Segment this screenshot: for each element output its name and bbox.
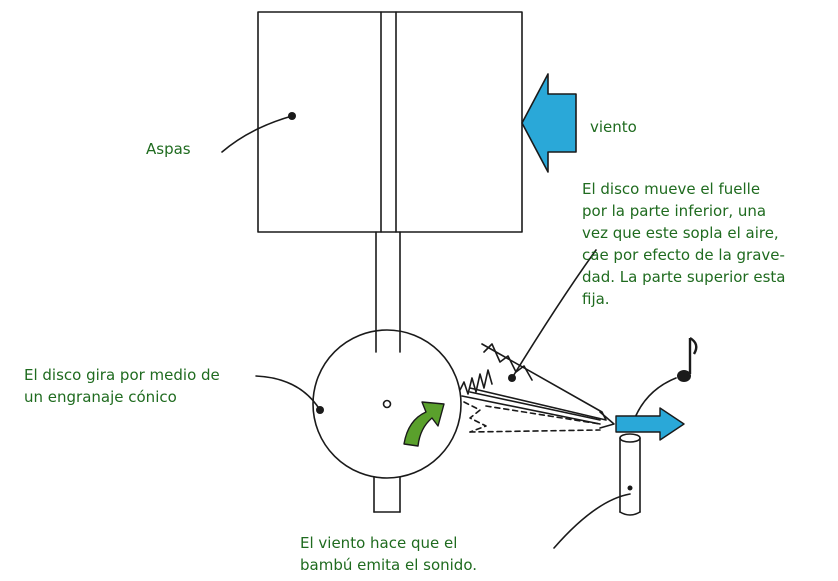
- disc-note-line1: El disco gira por medio de: [24, 366, 220, 384]
- bellows-lower-position: [463, 401, 601, 433]
- label-blades: Aspas: [146, 140, 191, 158]
- lower-shaft: [373, 476, 401, 513]
- leader-dot-blades: [288, 112, 296, 120]
- rotation-arrow-icon: [403, 401, 445, 447]
- bellows-note: El disco mueve el fuelle por la parte in…: [582, 178, 818, 310]
- air-jet-arrow-icon: [615, 407, 685, 441]
- rotating-disc: [312, 329, 462, 479]
- leader-bellows: [511, 249, 597, 379]
- bellows-note-line2: por la parte inferior, una: [582, 202, 767, 220]
- disc-note: El disco gira por medio de un engranaje …: [24, 364, 264, 408]
- bamboo-note: El viento hace que el bambú emita el son…: [300, 532, 542, 576]
- bellows-note-line1: El disco mueve el fuelle: [582, 180, 761, 198]
- bamboo-note-line2: bambú emita el sonido.: [300, 556, 478, 574]
- bellows: [461, 343, 615, 429]
- wind-arrow-icon: [521, 73, 577, 173]
- leader-bamboo: [553, 493, 631, 549]
- disc-note-line2: un engranaje cónico: [24, 388, 177, 406]
- leader-dot-disc: [316, 406, 324, 414]
- blades-panel: [257, 11, 523, 233]
- bellows-note-line5: dad. La parte superior esta: [582, 268, 786, 286]
- bellows-note-line4: cae por efecto de la grave-: [582, 246, 785, 264]
- music-note-icon: [677, 336, 698, 382]
- disc-center: [382, 399, 392, 409]
- spring: [459, 369, 493, 395]
- bamboo-note-line1: El viento hace que el: [300, 534, 458, 552]
- bellows-note-line3: vez que este sopla el aire,: [582, 224, 779, 242]
- vertical-shaft: [375, 231, 401, 353]
- leader-dot-bellows: [508, 374, 516, 382]
- leader-blades: [221, 115, 293, 153]
- label-wind: viento: [590, 118, 637, 136]
- bellows-note-line6: fija.: [582, 290, 610, 308]
- leader-disc: [255, 375, 321, 411]
- bamboo-tube: [619, 433, 641, 516]
- leader-note: [633, 377, 677, 421]
